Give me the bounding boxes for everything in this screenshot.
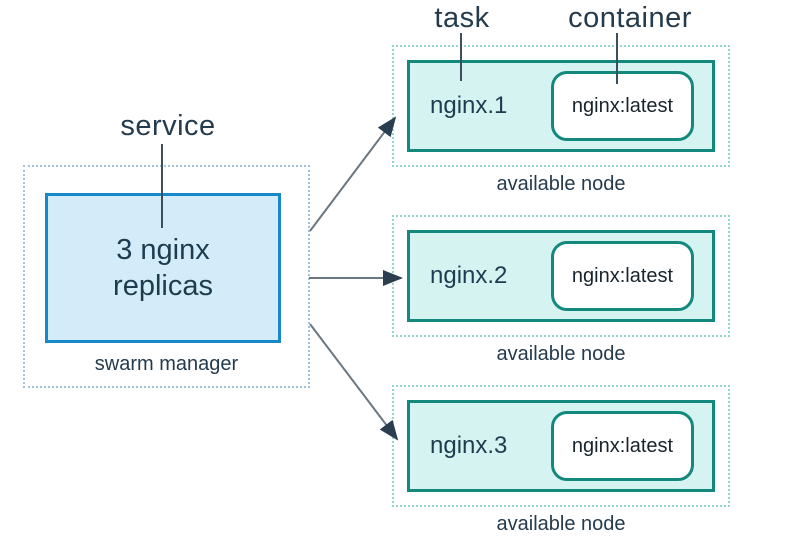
service-replicas-text: 3 nginx replicas xyxy=(113,233,213,302)
available-node-2: nginx.2 nginx:latest available node xyxy=(392,215,730,367)
available-node-1: nginx.1 nginx:latest available node xyxy=(392,45,730,197)
node-3-container-image: nginx:latest xyxy=(571,434,674,457)
node-1-task-name: nginx.1 xyxy=(430,92,508,119)
available-node-3: nginx.3 nginx:latest available node xyxy=(392,385,730,537)
node-2-caption: available node xyxy=(496,343,626,365)
node-2-task-name: nginx.2 xyxy=(430,262,508,289)
node-1-caption: available node xyxy=(496,173,626,195)
node-2-container-image: nginx:latest xyxy=(571,264,674,287)
service-label: service xyxy=(120,110,216,142)
node-1-task-box: nginx.1 nginx:latest xyxy=(407,60,715,152)
node-2-dotted-box: nginx.2 nginx:latest xyxy=(392,215,730,337)
node-2-task-box: nginx.2 nginx:latest xyxy=(407,230,715,322)
node-3-dotted-box: nginx.3 nginx:latest xyxy=(392,385,730,507)
node-2-container-box: nginx:latest xyxy=(551,241,694,311)
node-3-container-box: nginx:latest xyxy=(551,411,694,481)
task-label: task xyxy=(434,2,490,34)
node-3-task-name: nginx.3 xyxy=(430,432,508,459)
node-1-container-box: nginx:latest xyxy=(551,71,694,141)
container-label: container xyxy=(568,2,692,34)
node-3-task-box: nginx.3 nginx:latest xyxy=(407,400,715,492)
node-1-container-image: nginx:latest xyxy=(571,94,674,117)
arrow-to-node-1 xyxy=(309,116,397,232)
arrow-to-node-3 xyxy=(309,323,399,441)
service-box: 3 nginx replicas xyxy=(45,193,281,343)
node-1-dotted-box: nginx.1 nginx:latest xyxy=(392,45,730,167)
node-3-caption: available node xyxy=(496,513,626,535)
swarm-manager-group: 3 nginx replicas swarm manager xyxy=(23,165,310,388)
swarm-manager-caption: swarm manager xyxy=(94,353,239,375)
